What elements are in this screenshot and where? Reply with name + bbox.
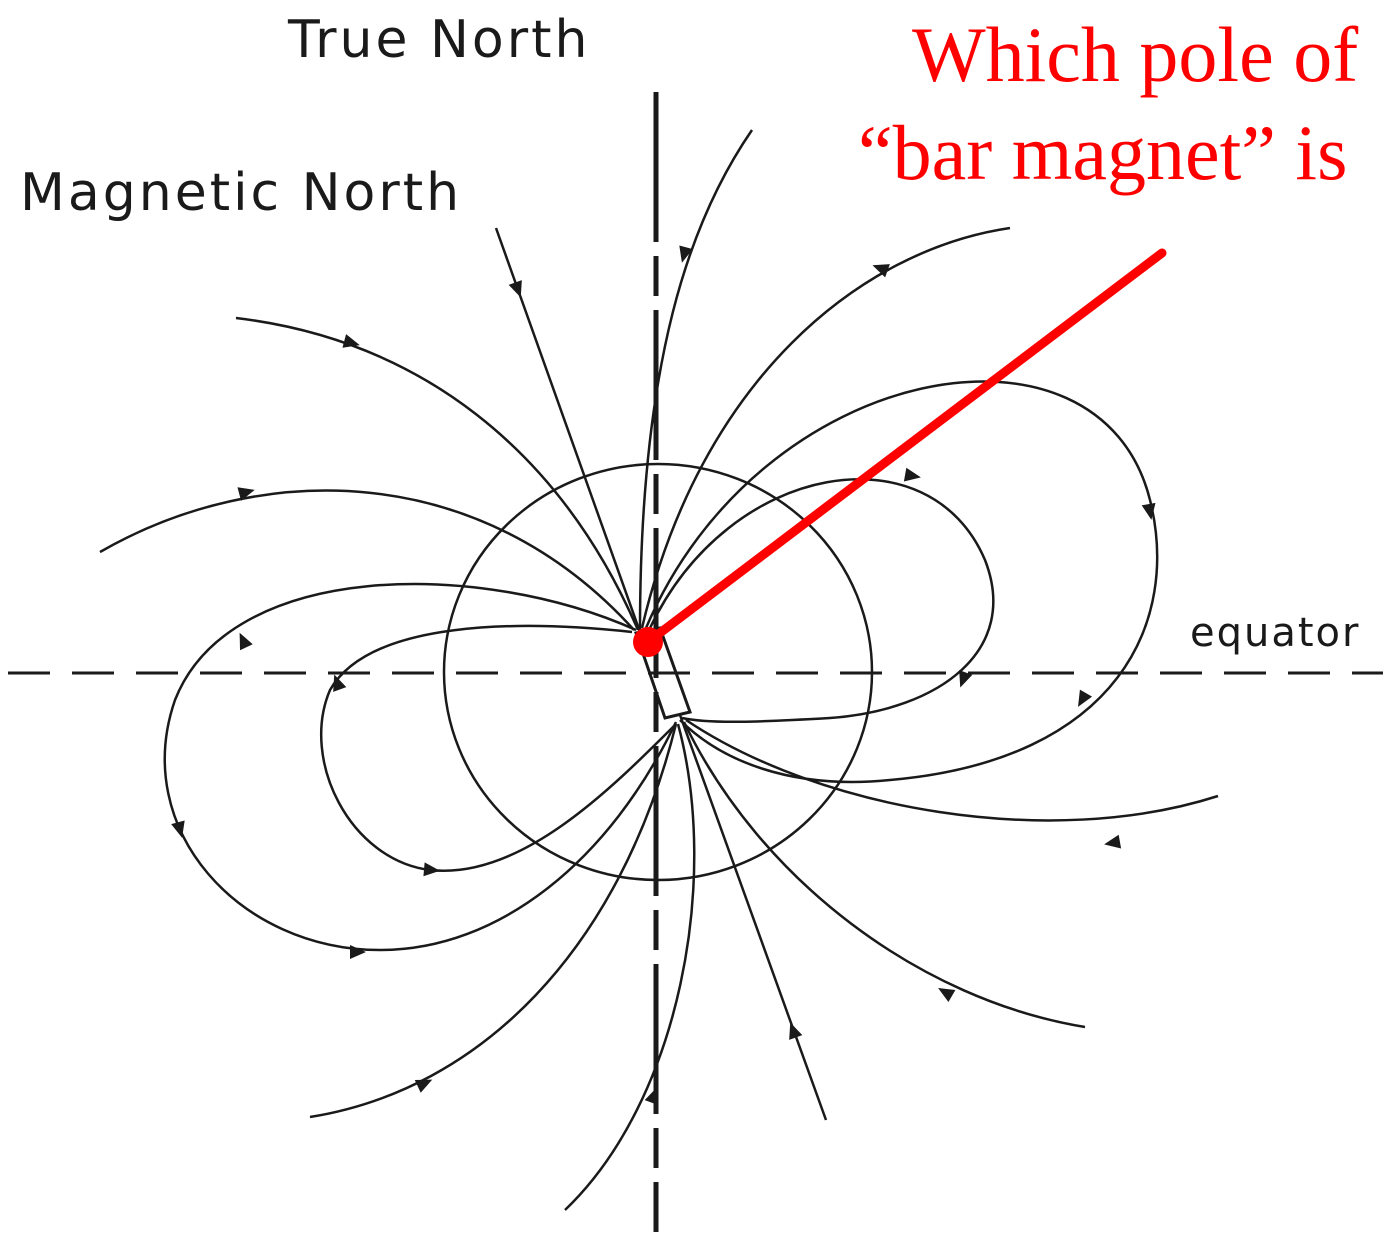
field-line (682, 721, 1086, 1029)
field-line (638, 129, 754, 631)
field-line (640, 226, 1011, 629)
field-arrow (333, 674, 347, 692)
magnetic-north-label: Magnetic North (20, 163, 463, 223)
field-line (644, 380, 1159, 784)
field-arrow (414, 1079, 433, 1093)
field-arrow (171, 820, 185, 838)
field-arrow (644, 1087, 658, 1105)
earth-circle (442, 462, 874, 882)
field-line (648, 477, 995, 724)
field-arrow (237, 487, 255, 501)
field-line (99, 489, 635, 631)
field-arrow (903, 467, 921, 482)
equator-label: equator (1190, 610, 1361, 656)
field-line (235, 316, 640, 631)
field-arrow (1141, 502, 1156, 520)
question-line-2: “bar magnet” is (858, 109, 1348, 196)
field-arrow (959, 670, 973, 688)
field-arrow (938, 988, 956, 1003)
field-arrow (342, 334, 360, 348)
field-line (309, 723, 678, 1119)
field-arrow (789, 1022, 803, 1040)
field-line (685, 718, 1219, 822)
pointer-dot (633, 627, 663, 657)
field-arrow (508, 280, 522, 298)
field-arrow (423, 862, 440, 877)
field-line (564, 723, 696, 1211)
field-arrow (239, 632, 253, 651)
question-line-1: Which pole of (912, 11, 1359, 98)
field-line (320, 624, 677, 873)
magnetic-axis-lower (678, 714, 828, 1121)
true-north-label: True North (288, 10, 591, 70)
field-arrow (350, 945, 366, 959)
field-arrow (1078, 689, 1093, 707)
field-line (163, 582, 678, 952)
field-arrow (1104, 834, 1122, 849)
pointer-line (643, 248, 1167, 647)
field-arrow (872, 264, 890, 278)
field-arrow (679, 245, 693, 263)
